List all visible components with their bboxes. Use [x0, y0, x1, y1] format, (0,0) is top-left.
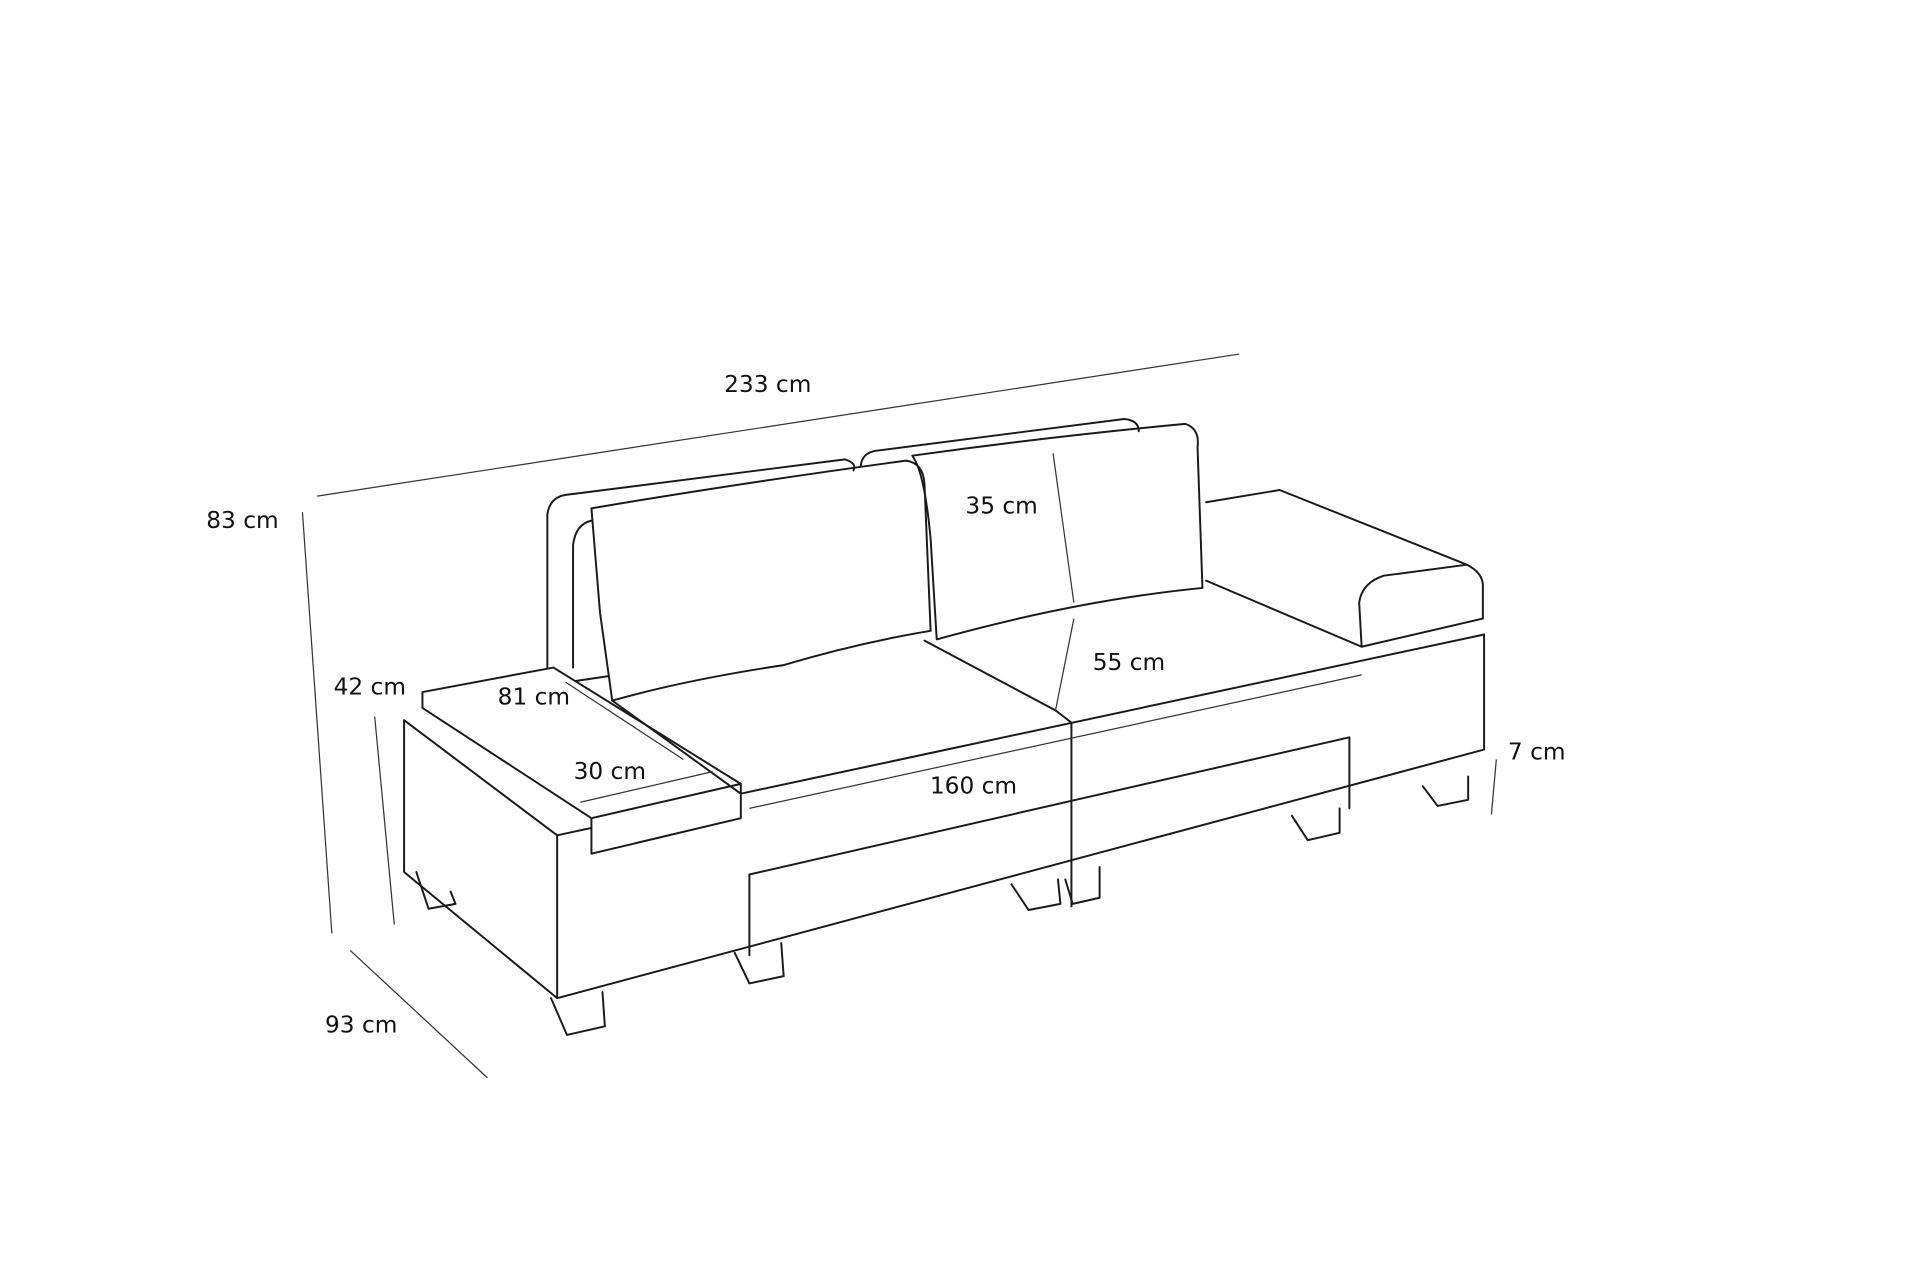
- drawer: [748, 736, 1351, 957]
- label-seat-height: 42 cm: [334, 673, 406, 700]
- label-seat-depth: 55 cm: [1093, 649, 1165, 676]
- label-total-height: 83 cm: [206, 507, 278, 534]
- dimension-lines: [301, 353, 1497, 1079]
- right-armrest: [1205, 489, 1484, 648]
- sofa-drawing: [403, 417, 1486, 1036]
- label-table-length: 81 cm: [498, 683, 570, 710]
- side-table: [421, 666, 742, 855]
- left-back-cushion: [590, 459, 932, 702]
- backrest: [546, 417, 1140, 669]
- label-total-depth: 93 cm: [325, 1011, 397, 1038]
- right-back-cushion: [911, 422, 1204, 641]
- sofa-base: [403, 633, 1486, 1000]
- label-total-width: 233 cm: [724, 371, 811, 398]
- dimension-labels: 233 cm 83 cm 35 cm 55 cm 42 cm 81 cm 30 …: [206, 371, 1565, 1038]
- seat: [574, 633, 1486, 908]
- legs: [415, 775, 1470, 1036]
- label-seat-width: 160 cm: [930, 773, 1017, 800]
- label-cushion-height: 35 cm: [965, 492, 1037, 519]
- label-table-width: 30 cm: [574, 758, 646, 785]
- label-leg-height: 7 cm: [1508, 738, 1566, 765]
